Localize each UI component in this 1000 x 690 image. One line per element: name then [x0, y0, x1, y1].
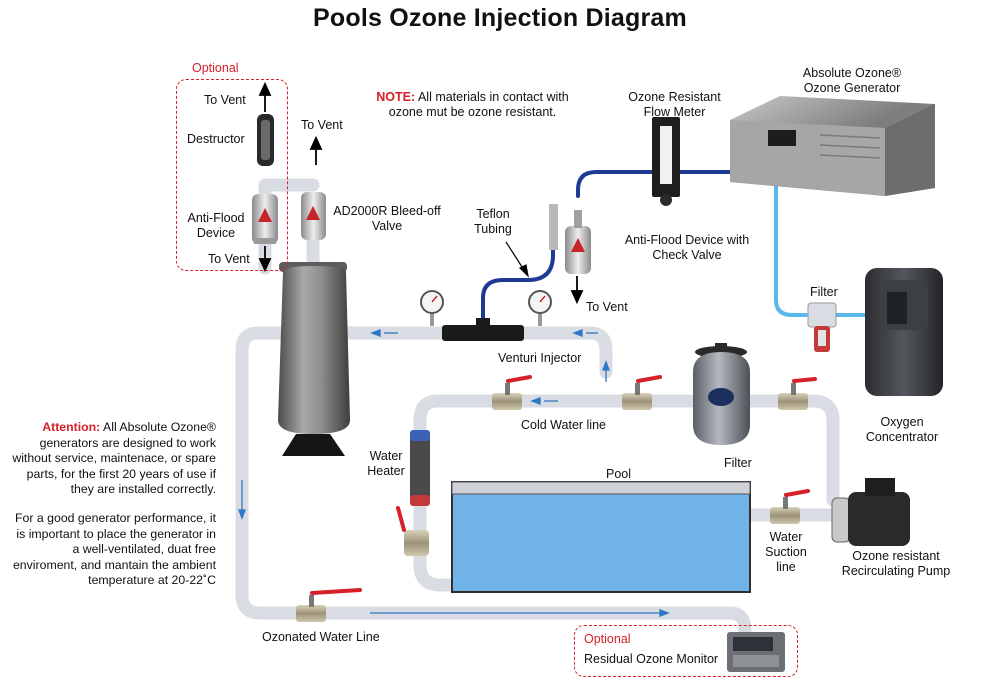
residual-ozone-monitor-device: [727, 632, 785, 672]
residual-ozone-monitor-label: Residual Ozone Monitor: [584, 652, 719, 666]
to-vent-top-label: To Vent: [204, 93, 246, 107]
filter-sand-label: Filter: [724, 456, 752, 470]
bleed-off-valve: [301, 192, 326, 240]
optional-bottom-heading: Optional: [584, 632, 631, 646]
water-heater-label: Water Heater: [367, 449, 405, 478]
note-text: NOTE: All materials in contact with ozon…: [360, 90, 585, 120]
oxygen-concentrator-device: [865, 268, 943, 396]
ozonated-water-line-pipe: [235, 326, 752, 637]
optional-top-heading: Optional: [192, 61, 239, 75]
venturi-label: Venturi Injector: [498, 351, 582, 365]
valve-heater: [396, 506, 429, 556]
valve-pump: [770, 489, 810, 524]
attention-text: Attention: All Absolute Ozone® generator…: [8, 420, 216, 602]
cold-water-label: Cold Water line: [521, 418, 606, 432]
valve-cold-water: [492, 375, 532, 410]
venturi-injector: [442, 318, 524, 341]
pool-basin: [451, 481, 751, 593]
destructor-label: Destructor: [187, 132, 245, 146]
to-vent-check-label: To Vent: [586, 300, 628, 314]
anti-flood-check-label: Anti-Flood Device with Check Valve: [624, 233, 750, 262]
attention-lead: Attention:: [42, 420, 101, 434]
pool-label: Pool: [606, 467, 632, 481]
recirculating-pump-device: [831, 478, 910, 546]
valve-filter-right: [778, 377, 817, 410]
teflon-pointer: [505, 241, 529, 278]
note-lead: NOTE:: [376, 90, 416, 104]
attention-p1: All Absolute Ozone® generators are desig…: [12, 420, 216, 497]
water-heater-device: [410, 430, 430, 506]
generator-label: Absolute Ozone® Ozone Generator: [802, 66, 902, 95]
pump-label: Ozone resistant Recirculating Pump: [841, 549, 951, 578]
small-filter-device: [807, 302, 837, 352]
attention-p2: For a good generator performance, it is …: [12, 510, 216, 588]
optional-top-box: [176, 79, 288, 271]
flow-arrows: [238, 329, 670, 617]
flow-meter-label: Ozone Resistant Flow Meter: [628, 90, 721, 119]
note-body: All materials in contact with ozone mut …: [388, 90, 569, 119]
ozone-generator-device: [730, 96, 935, 196]
filter-pump-pipe: [728, 394, 840, 507]
diagram-title: Pools Ozone Injection Diagram: [313, 4, 687, 32]
sand-filter-device: [693, 343, 750, 445]
suction-label: Water Suction line: [765, 530, 807, 574]
to-vent-valve-label: To Vent: [301, 118, 343, 132]
valve-filter-left: [622, 375, 662, 410]
valve-ozonated-line: [296, 588, 362, 622]
pressure-gauge-left: [420, 290, 444, 326]
filter-small-label: Filter: [810, 285, 838, 299]
destructor-device: [257, 114, 274, 166]
vent-arrows: [258, 81, 584, 305]
to-vent-bottom-label: To Vent: [208, 252, 250, 266]
ozonated-line-label: Ozonated Water Line: [262, 630, 380, 644]
anti-flood-check-valve: [549, 204, 591, 274]
teflon-tubing: [481, 170, 742, 324]
oxygen-concentrator-label: Oxygen Concentrator: [865, 415, 939, 444]
anti-flood-label: Anti-Flood Device: [187, 211, 245, 240]
bleed-valve-label: AD2000R Bleed-off Valve: [333, 204, 441, 233]
pressure-gauge-right: [528, 290, 552, 326]
optional-bottom-box: [574, 625, 798, 677]
anti-flood-device-optional: [252, 194, 278, 244]
flow-meter-device: [652, 117, 680, 206]
pressure-tank: [278, 262, 350, 456]
teflon-tubing-label: Teflon Tubing: [474, 207, 512, 236]
